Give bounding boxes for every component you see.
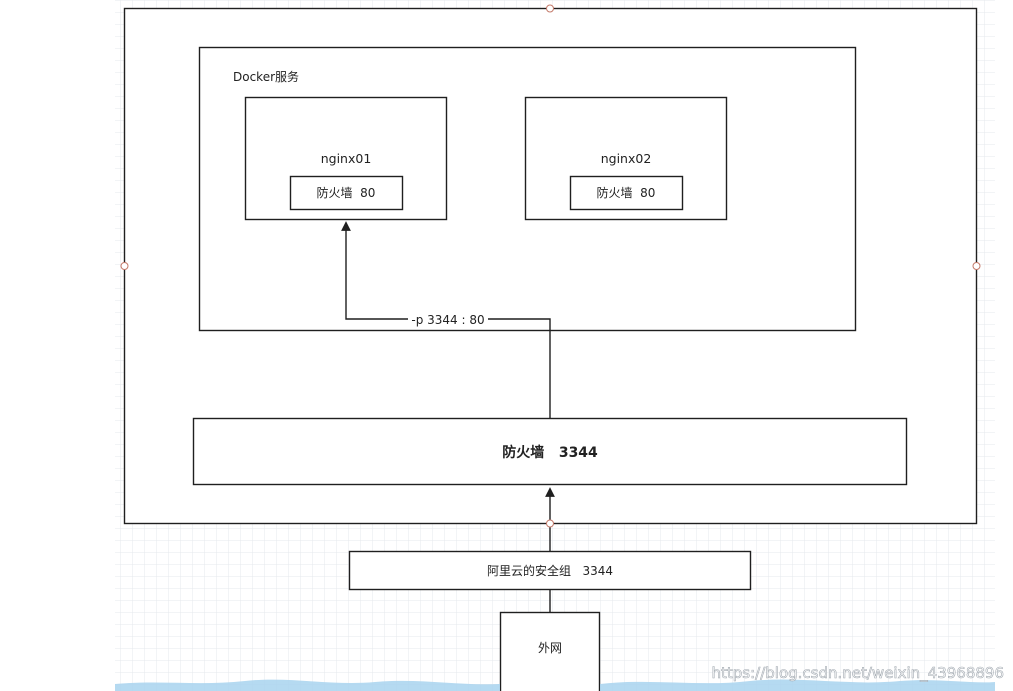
- container-nginx02-firewall-label: 防火墙 80: [597, 185, 656, 200]
- internet-box[interactable]: [499, 611, 601, 691]
- resize-handle-left[interactable]: [120, 262, 129, 270]
- internet-label: 外网: [538, 641, 562, 655]
- decorative-wave: [115, 679, 500, 691]
- docker-service-label: Docker服务: [233, 69, 299, 84]
- container-nginx02-label: nginx02: [601, 151, 652, 166]
- resize-handle-bottom[interactable]: [546, 519, 554, 528]
- container-nginx01-label: nginx01: [321, 151, 372, 166]
- resize-handle-right[interactable]: [972, 262, 981, 270]
- port-mapping-label: -p 3344 : 80: [411, 313, 484, 327]
- security-group-box[interactable]: [348, 550, 752, 591]
- container-nginx01-firewall-box[interactable]: [289, 175, 404, 211]
- host-firewall-label: 防火墙 3344: [502, 444, 598, 461]
- security-group-label: 阿里云的安全组 3344: [487, 563, 613, 578]
- container-nginx02-box[interactable]: [524, 96, 728, 221]
- container-nginx02-firewall-box[interactable]: [569, 175, 684, 211]
- resize-handle-top[interactable]: [546, 4, 554, 13]
- container-nginx01-firewall-label: 防火墙 80: [317, 185, 376, 200]
- watermark: https://blog.csdn.net/weixin_43968896: [711, 664, 1004, 683]
- decorative-wave-right: [600, 679, 995, 691]
- port-mapping-label-bg: [408, 313, 488, 327]
- host-firewall-box[interactable]: [192, 417, 908, 486]
